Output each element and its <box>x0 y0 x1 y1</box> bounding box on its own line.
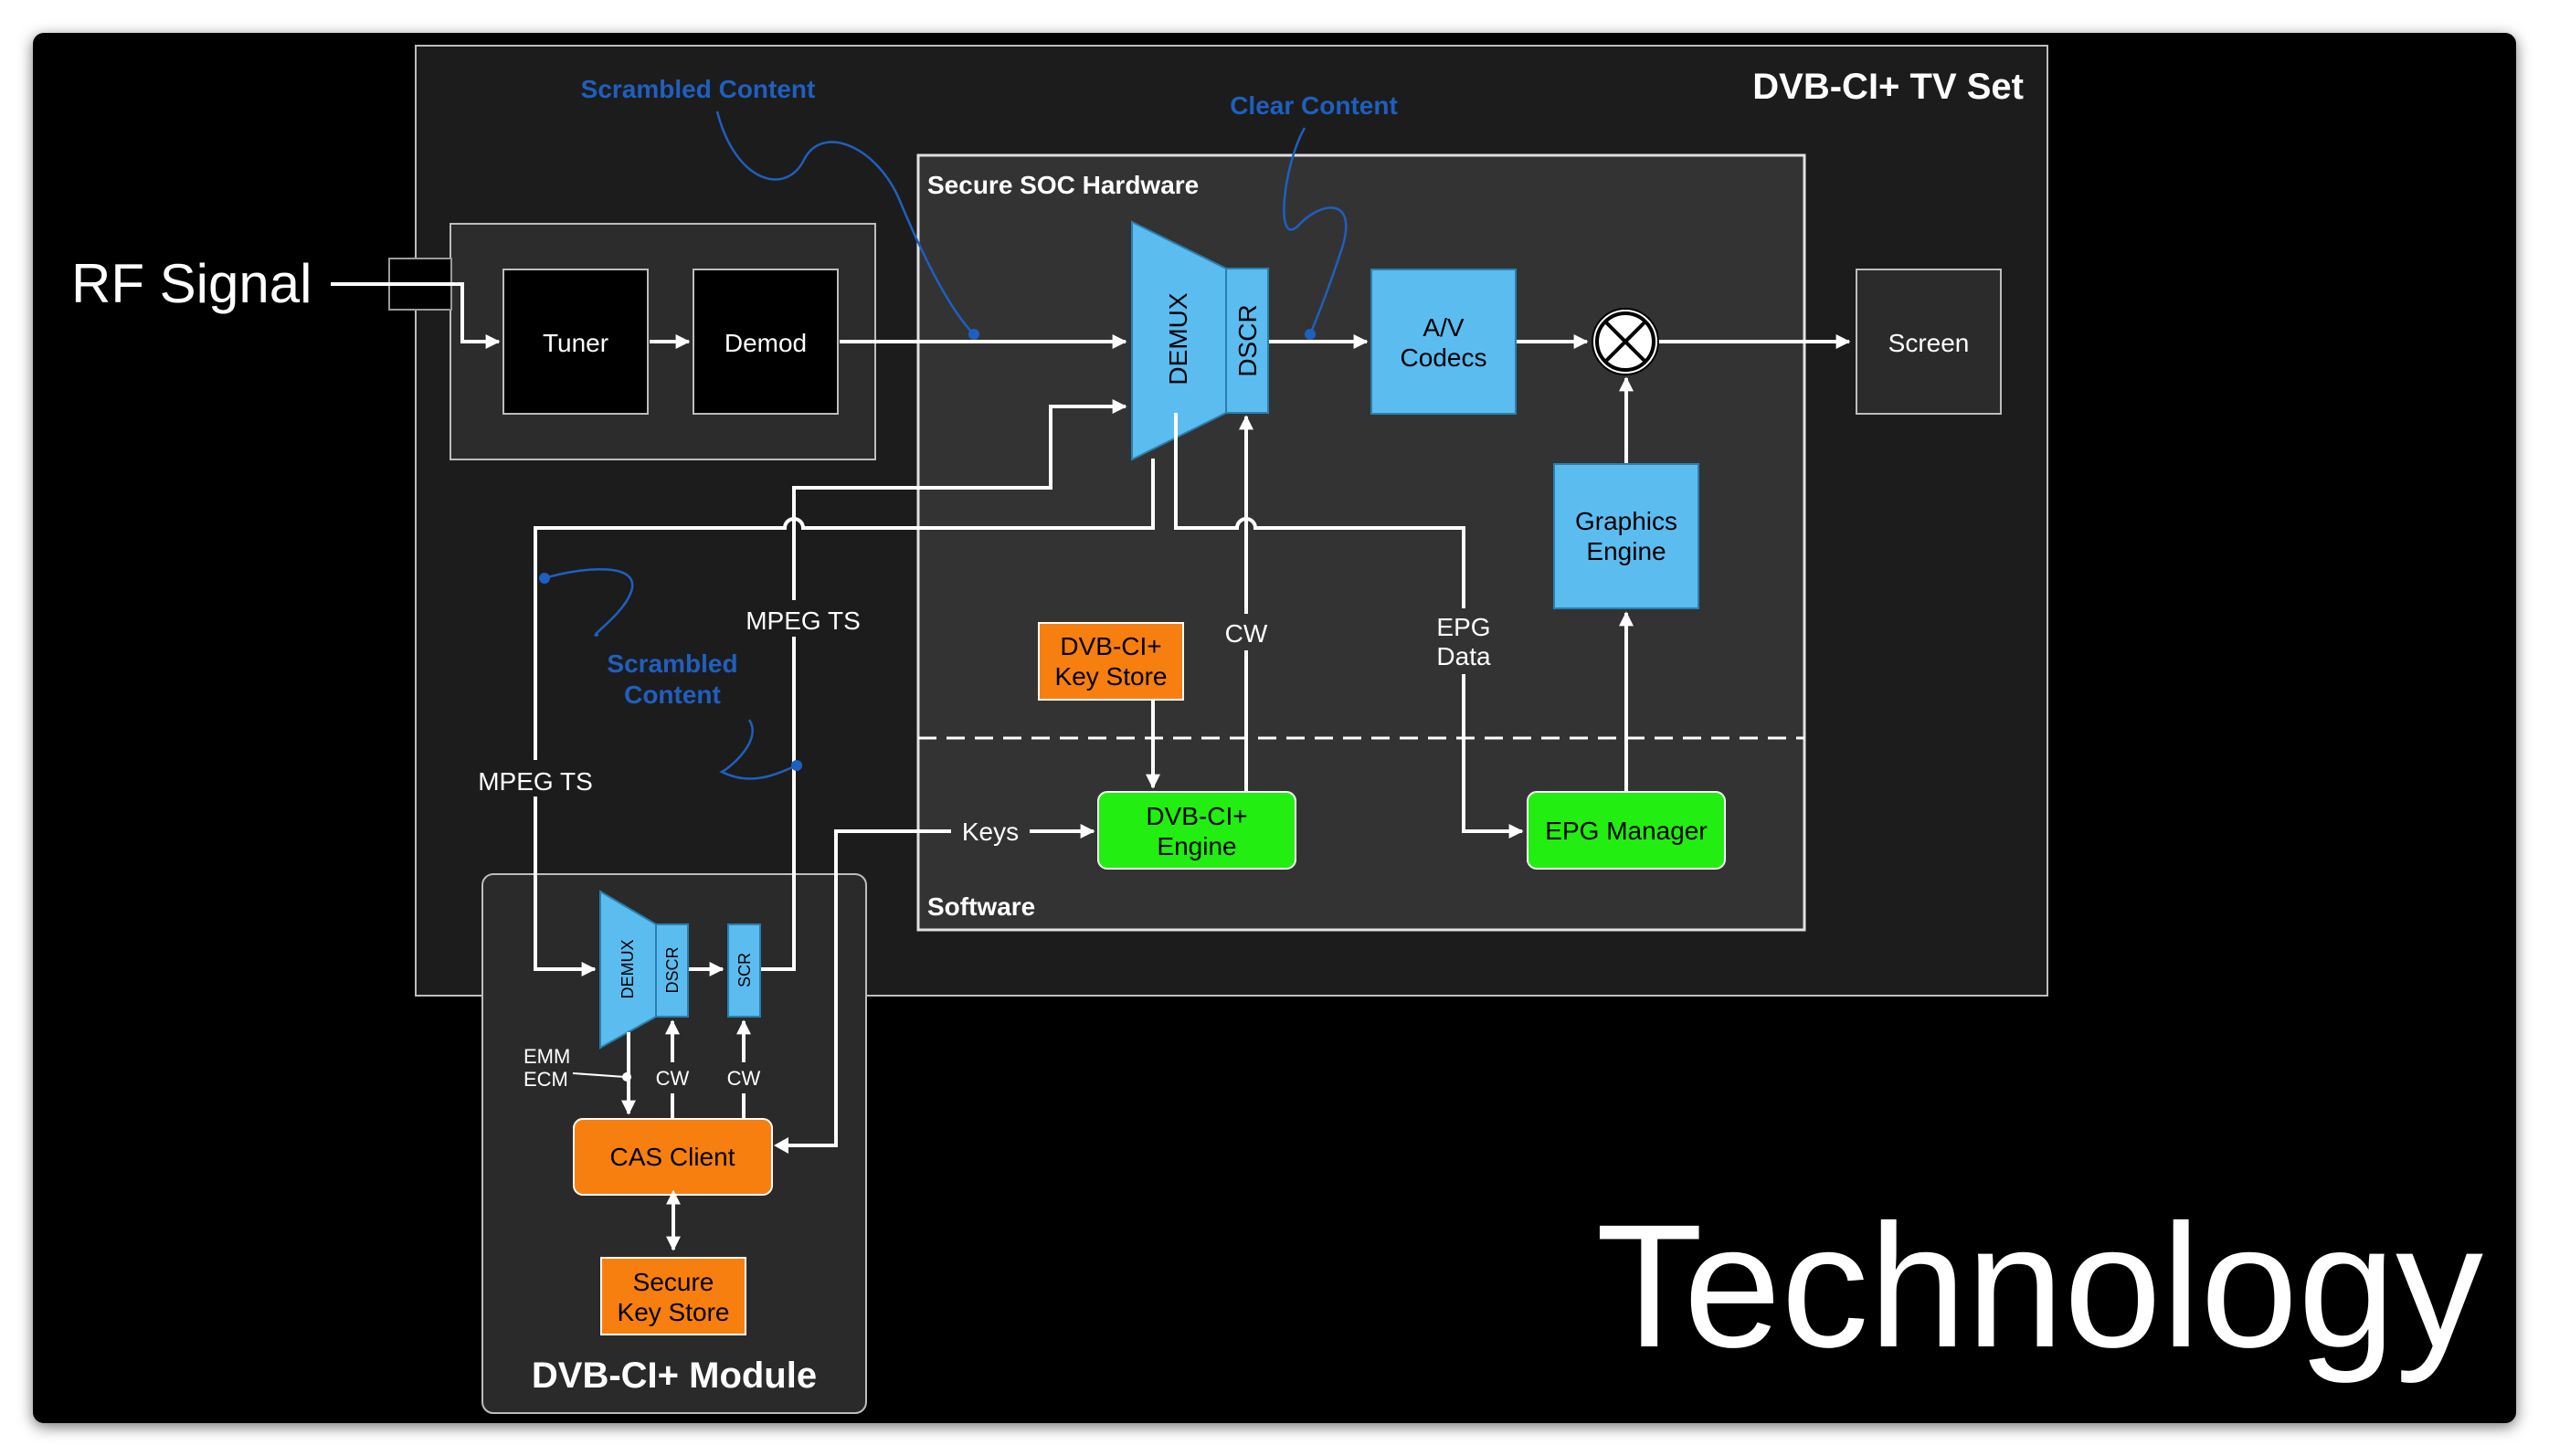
ci-engine-line1: DVB-CI+ <box>1146 802 1247 830</box>
secure-key-store-box <box>600 1257 746 1335</box>
arrow-epg-path <box>1174 413 1524 839</box>
epg-label-bg <box>1425 608 1502 674</box>
demod-box <box>693 269 839 415</box>
av-codecs-box <box>1370 269 1517 415</box>
av-codecs-line2: Codecs <box>1401 343 1487 372</box>
tuner-label: Tuner <box>543 329 608 357</box>
cw-module-label-2: CW <box>727 1067 761 1090</box>
tv-set-title: DVB-CI+ TV Set <box>1752 67 2024 107</box>
ci-key-store-line1: DVB-CI+ <box>1060 632 1161 660</box>
scrambled-mid-leader-2 <box>719 719 798 780</box>
clear-content-dot <box>1305 329 1316 340</box>
cw-module-label-1: CW <box>656 1067 690 1090</box>
module-dscr <box>655 923 689 1018</box>
emm-ecm-leader <box>572 1072 626 1078</box>
graphics-engine-line2: Engine <box>1586 537 1666 565</box>
module-scr <box>727 923 761 1018</box>
technology-title: Technology <box>1596 1187 2483 1384</box>
keys-arrowhead-cas <box>774 1137 788 1154</box>
keys-label: Keys <box>962 818 1019 846</box>
graphics-engine-box <box>1553 463 1699 609</box>
secure-key-store-line1: Secure <box>633 1268 714 1296</box>
clear-content: Clear Content <box>1230 91 1398 120</box>
rf-signal-label: RF Signal <box>71 253 312 314</box>
epg-label-2: Data <box>1436 642 1491 670</box>
mpeg-ts-label-2: MPEG TS <box>478 767 593 796</box>
epg-manager-label: EPG Manager <box>1545 817 1707 845</box>
ci-key-store-box <box>1038 622 1184 701</box>
ci-engine-box <box>1097 791 1296 870</box>
ci-engine-line2: Engine <box>1157 832 1236 860</box>
dvb-ci-diagram: DVB-CI+ TV Set Secure SOC Hardware Softw… <box>71 45 2483 1414</box>
arrow-rf-tuner <box>331 282 501 349</box>
mixer-icon <box>1592 308 1659 375</box>
scrambled-content-top: Scrambled Content <box>581 75 816 103</box>
mpeg-ts-1-bg <box>732 600 856 637</box>
scrambled-top-leader <box>715 111 975 335</box>
arrow-keys-path <box>779 829 951 1147</box>
scrambled-top-dot <box>968 329 979 340</box>
slide: DVB-CI+ TV Set Secure SOC Hardware Softw… <box>33 33 2516 1423</box>
software-title: Software <box>927 892 1035 921</box>
soc-dscr <box>1225 268 1269 414</box>
scrambled-content-mid-2: Content <box>624 681 721 709</box>
demod-label: Demod <box>725 329 807 357</box>
emm-label: EMM <box>524 1045 570 1068</box>
secure-soc-title: Secure SOC Hardware <box>927 171 1199 199</box>
soc-demux-label: DEMUX <box>1164 292 1192 385</box>
emm-ecm-dot <box>622 1072 631 1081</box>
mpeg-ts-2-bg <box>473 760 598 797</box>
soc-dscr-label: DSCR <box>1233 304 1262 376</box>
av-codecs-line1: A/V <box>1423 313 1464 342</box>
secure-key-store-line2: Key Store <box>618 1298 730 1326</box>
ecm-label: ECM <box>524 1068 568 1091</box>
cw-labels-bg <box>650 1062 769 1093</box>
screen-label: Screen <box>1888 329 1970 357</box>
scrambled-mid-leader-1 <box>544 568 634 637</box>
epg-manager-box <box>1527 791 1726 870</box>
cas-client-label: CAS Client <box>610 1143 735 1171</box>
scrambled-content-mid-1: Scrambled <box>607 649 737 678</box>
cw-soc-label-bg <box>1220 614 1273 650</box>
arrow-ts-from-module <box>761 399 1127 971</box>
tuner-box <box>502 269 649 415</box>
module-scr-label: SCR <box>735 953 754 987</box>
module-demux-label: DEMUX <box>619 939 637 998</box>
module-dscr-label: DSCR <box>663 946 682 993</box>
graphics-engine-line1: Graphics <box>1575 507 1677 535</box>
cw-soc-label: CW <box>1225 619 1268 648</box>
mpeg-ts-label-1: MPEG TS <box>746 607 861 635</box>
scrambled-mid-dot-2 <box>791 760 802 771</box>
epg-label-1: EPG <box>1436 613 1490 641</box>
ci-key-store-line2: Key Store <box>1055 662 1168 691</box>
screen-box <box>1856 269 2002 415</box>
clear-content-leader <box>1283 127 1348 335</box>
scrambled-mid-dot-1 <box>539 573 550 584</box>
ci-module-title: DVB-CI+ Module <box>532 1356 817 1396</box>
